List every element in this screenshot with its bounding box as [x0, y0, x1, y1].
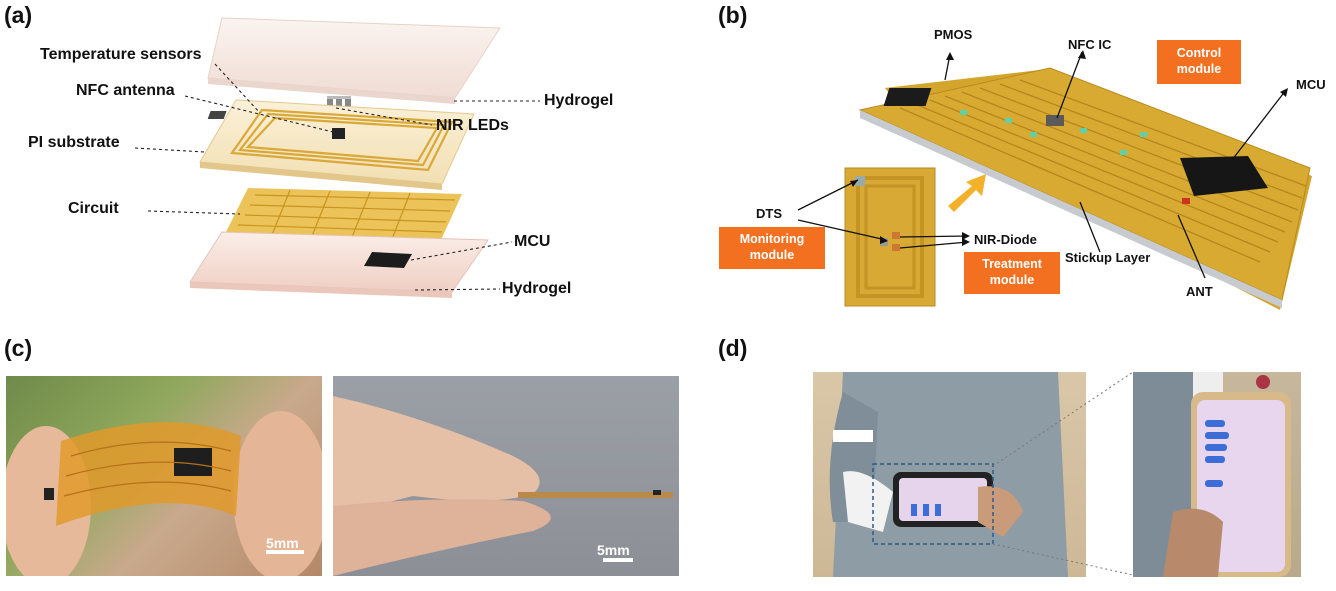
- temperature-sensor-chip: [207, 111, 227, 119]
- zoom-box: [872, 463, 994, 545]
- panel-d-letter: (d): [718, 335, 748, 361]
- label-mcu-b: MCU: [1296, 77, 1326, 92]
- arrow-yellow-icon: [948, 174, 986, 212]
- treatment-module-box: Treatment module: [964, 252, 1060, 294]
- label-ant: ANT: [1186, 284, 1213, 299]
- photo-flexible-device-thin: [333, 376, 679, 576]
- nfc-antenna-coil: [230, 108, 454, 172]
- stickup-layer: [860, 110, 1282, 308]
- hydrogel-bottom-layer: [189, 231, 489, 293]
- mcu-chip: [364, 252, 412, 268]
- panel-b-letter: (b): [718, 2, 748, 28]
- nir-leds-icon: [327, 96, 351, 108]
- label-nfc-antenna: NFC antenna: [76, 82, 175, 99]
- photo-flexible-device-bent: [6, 376, 322, 576]
- pcb-board: [858, 67, 1311, 301]
- label-dts: DTS: [756, 206, 782, 221]
- scalebar-line-right: [603, 558, 633, 562]
- thin-device-strip: [518, 492, 673, 498]
- label-temperature-sensors: Temperature sensors: [40, 46, 202, 63]
- nfc-chip: [332, 128, 345, 139]
- pmos-chip: [883, 88, 932, 106]
- pcb-traces: [899, 79, 1307, 263]
- label-pi-substrate: PI substrate: [28, 134, 120, 151]
- monitoring-module-box: Monitoring module: [719, 227, 825, 269]
- panel-a-exploded-diagram: [134, 17, 540, 298]
- label-mcu-a: MCU: [514, 233, 551, 250]
- scalebar-label-left: 5mm: [266, 535, 299, 551]
- panel-b-pcb-diagram: [797, 50, 1312, 310]
- photo-wearable-arm: [813, 372, 1086, 577]
- circuit-traces: [237, 189, 456, 240]
- label-nir-diode: NIR-Diode: [974, 232, 1037, 247]
- label-pmos: PMOS: [934, 27, 973, 42]
- label-hydrogel-top: Hydrogel: [544, 92, 614, 109]
- scalebar-label-right: 5mm: [597, 542, 630, 558]
- panel-a-letter: (a): [4, 2, 33, 28]
- label-nfc-ic: NFC IC: [1068, 37, 1112, 52]
- label-hydrogel-bottom: Hydrogel: [502, 280, 572, 297]
- label-stickup-layer: Stickup Layer: [1065, 250, 1151, 265]
- label-nir-leds: NIR LEDs: [436, 117, 509, 134]
- control-module-box: Control module: [1157, 40, 1241, 84]
- passive-components: [960, 110, 1147, 155]
- label-circuit: Circuit: [68, 200, 119, 217]
- zoom-connector-lines: [993, 371, 1134, 576]
- nfc-ic-chip: [1046, 115, 1064, 126]
- scalebar-line-left: [266, 550, 304, 554]
- mcu-chip-b: [1180, 156, 1268, 196]
- photo-phone-app-closeup: [1133, 372, 1301, 577]
- panel-c-letter: (c): [4, 335, 33, 361]
